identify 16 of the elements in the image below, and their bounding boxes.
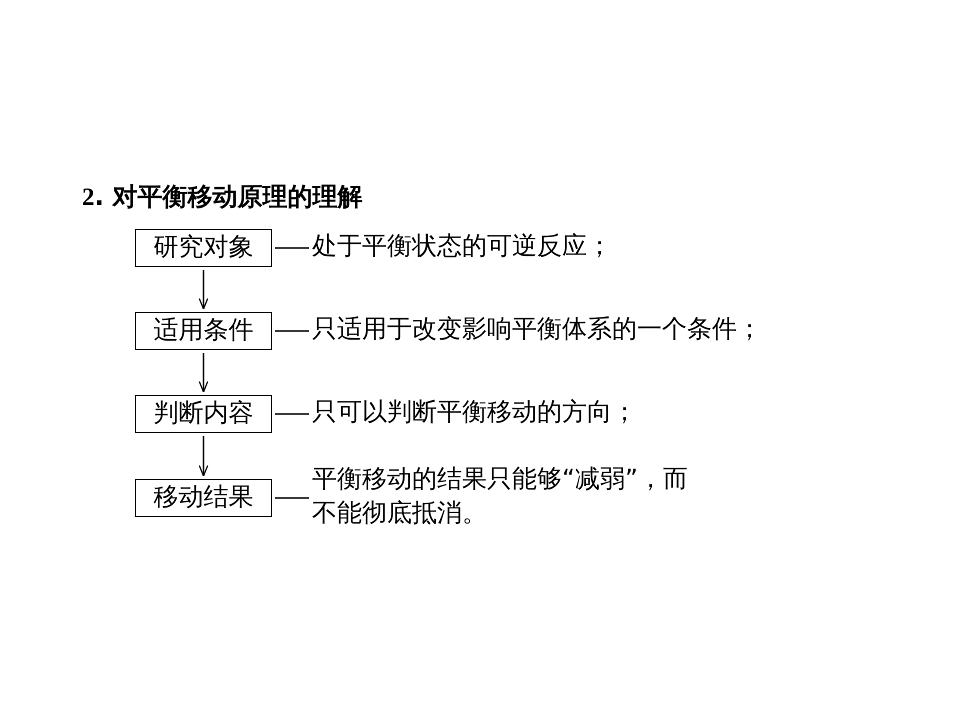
arrow <box>198 436 208 477</box>
arrow <box>198 270 208 310</box>
step-box: 研究对象 <box>135 229 272 267</box>
description-text: 处于平衡状态的可逆反应； <box>312 229 832 267</box>
arrow <box>198 353 208 393</box>
description-text: 只可以判断平衡移动的方向； <box>312 395 832 433</box>
dash-line <box>275 497 309 499</box>
step-box: 移动结果 <box>135 479 272 517</box>
dash-line <box>275 413 309 415</box>
step-box: 判断内容 <box>135 395 272 433</box>
step-box: 适用条件 <box>135 312 272 350</box>
description-text: 只适用于改变影响平衡体系的一个条件； <box>312 312 912 350</box>
dash-line <box>275 330 309 332</box>
dash-line <box>275 247 309 249</box>
heading: 2. 对平衡移动原理的理解 <box>82 181 363 213</box>
description-text: 平衡移动的结果只能够“减弱”，而不能彻底抵消。 <box>312 462 692 534</box>
